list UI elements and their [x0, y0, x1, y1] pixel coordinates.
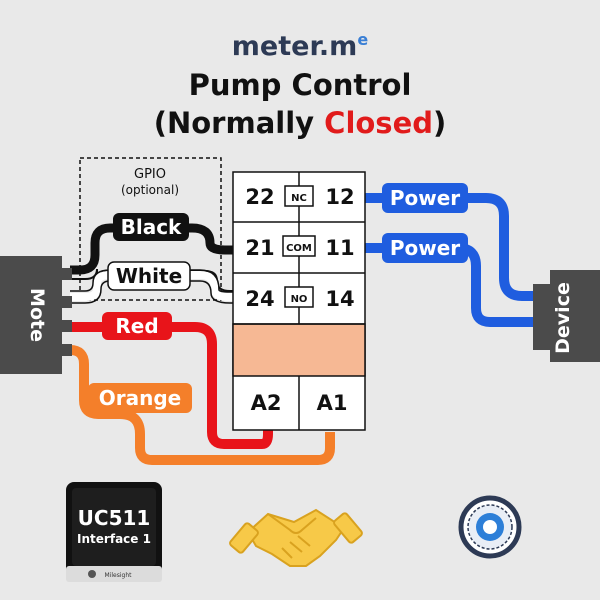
gpio-label: GPIO — [134, 167, 166, 182]
module-maker: Milesight — [105, 572, 133, 579]
orange-wire — [79, 388, 335, 465]
mote-pin — [62, 268, 72, 280]
orange-label: Orange — [99, 386, 181, 410]
mote-pin — [62, 296, 72, 308]
brand-accent: e — [357, 30, 369, 49]
relay-terminal-12: 12 — [325, 185, 354, 209]
black-label: Black — [121, 215, 182, 239]
power-wire-1 — [365, 193, 540, 301]
no-tag: NO — [291, 294, 308, 305]
black-label-bg — [113, 213, 189, 241]
relay-terminal-22: 22 — [245, 185, 274, 209]
relay-terminal-a2: A2 — [251, 391, 282, 415]
nc-tag: NC — [291, 193, 307, 204]
orange-label-bg — [88, 383, 192, 413]
power-label-1-bg — [382, 183, 468, 213]
com-tag-box — [282, 235, 316, 257]
relay-terminal-a1: A1 — [317, 391, 348, 415]
brand-logo: meter.me — [0, 30, 600, 62]
gpio-sublabel: (optional) — [121, 183, 179, 197]
module-interface: Interface 1 — [77, 532, 151, 546]
module-led — [88, 570, 96, 578]
uc511-module: UC511 Interface 1 Milesight — [66, 482, 162, 582]
mote-block — [0, 256, 62, 374]
module-model: UC511 — [78, 506, 151, 530]
relay-terminal-11: 11 — [325, 236, 354, 260]
module-face — [72, 488, 156, 566]
subtitle-highlight: Closed — [324, 106, 433, 140]
device-label: Device — [552, 282, 574, 354]
page-subtitle: (Normally Closed) — [0, 106, 600, 140]
device-block — [550, 270, 600, 362]
gpio-box — [79, 157, 222, 301]
mote-label: Mote — [26, 288, 48, 342]
no-tag-box — [284, 286, 314, 308]
white-label-bg — [107, 261, 191, 291]
black-wire — [70, 223, 240, 275]
page-title: Pump Control — [188, 68, 412, 102]
white-label: White — [116, 264, 182, 288]
red-wire — [60, 322, 273, 449]
brand-name: meter.m — [231, 31, 358, 62]
device-connector — [533, 284, 550, 350]
nc-tag-box — [284, 185, 314, 207]
subtitle-prefix: (Normally — [153, 106, 325, 140]
power-label-1: Power — [390, 186, 460, 210]
handshake-icon — [229, 508, 363, 567]
relay-terminal-21: 21 — [245, 236, 274, 260]
sensor-icon — [458, 495, 522, 559]
relay-terminal-24: 24 — [245, 287, 274, 311]
module-base — [66, 566, 162, 582]
power-label-2-bg — [382, 233, 468, 263]
subtitle-suffix: ) — [433, 106, 447, 140]
relay-coil-area — [232, 323, 366, 377]
red-label-bg — [102, 312, 172, 340]
mote-pin — [62, 344, 72, 356]
relay: 22 NC 12 21 COM 11 24 NO 14 A2 A1 — [232, 171, 366, 431]
power-label-2: Power — [390, 236, 460, 260]
mote-pin — [62, 320, 72, 332]
com-tag: COM — [286, 243, 312, 254]
relay-terminal-14: 14 — [325, 287, 354, 311]
red-label: Red — [115, 314, 158, 338]
